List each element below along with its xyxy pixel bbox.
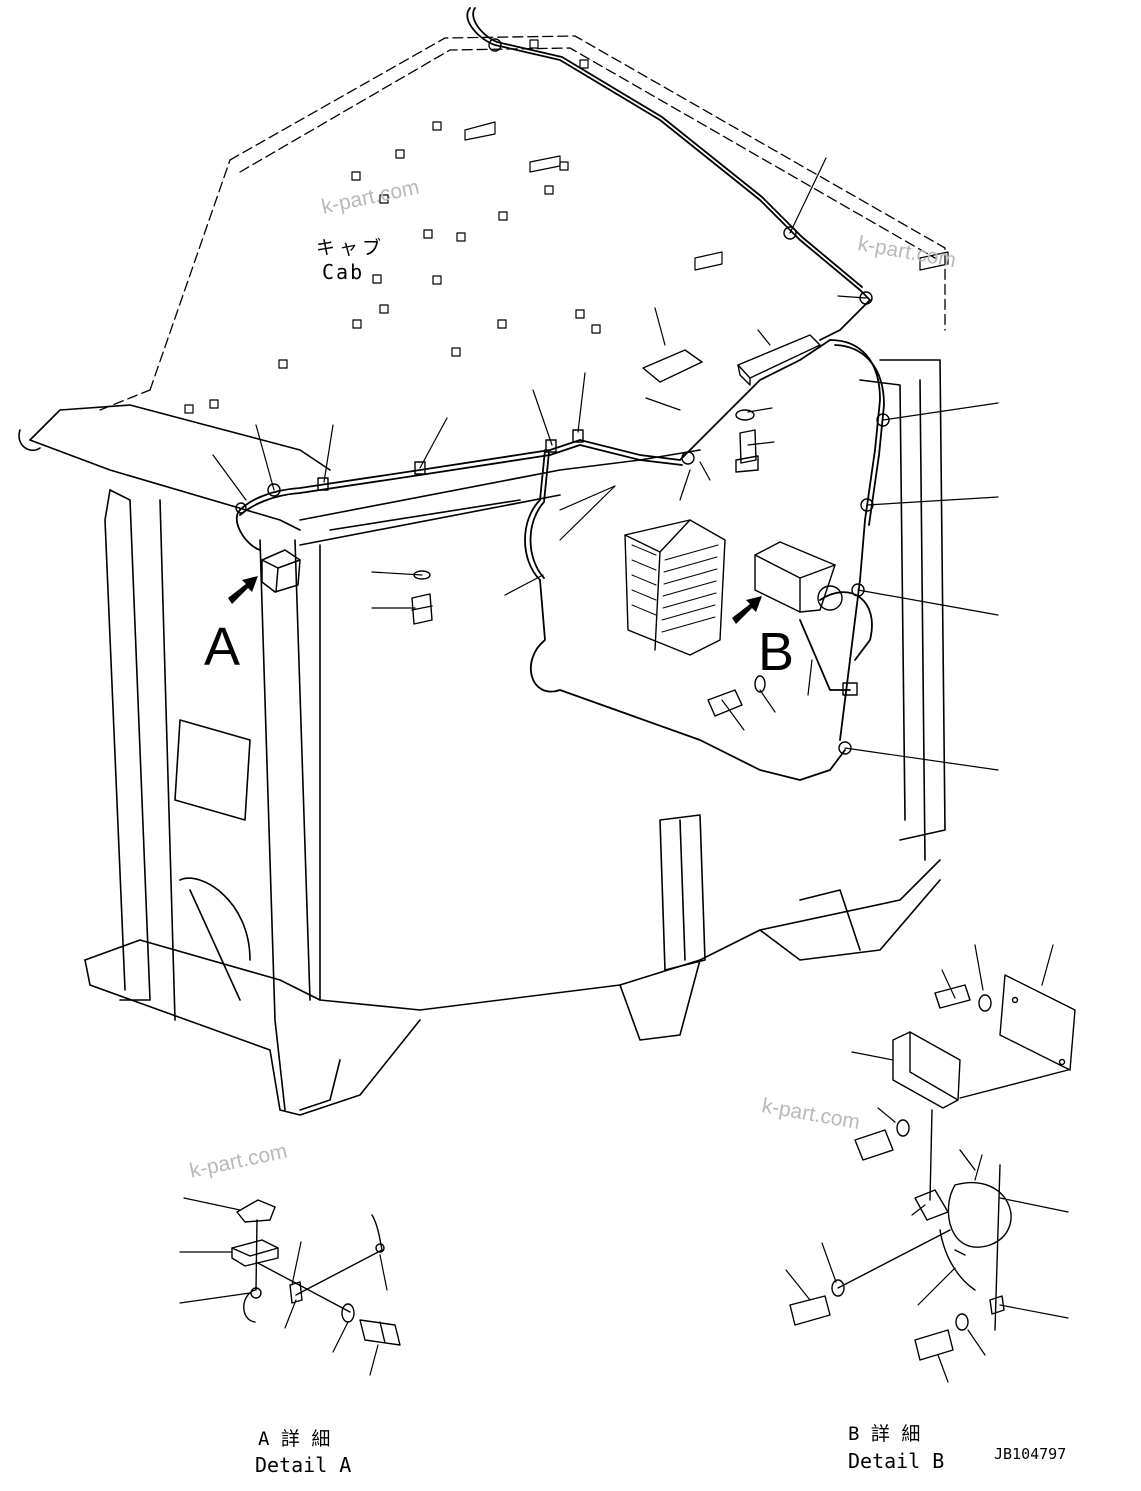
- detail-b-leaders: [785, 944, 1069, 1383]
- roof-module: [642, 334, 821, 386]
- cab-frame: [18, 359, 946, 1116]
- detail-a-title-en: Detail A: [255, 1453, 352, 1477]
- detail-a-title-jp: A 詳 細: [258, 1428, 331, 1450]
- detail-a-leaders: [179, 1197, 388, 1376]
- roof-studs: [184, 39, 949, 414]
- relay-a: [261, 549, 301, 593]
- cab-roof-outline: [99, 35, 946, 411]
- leader-lines: [212, 157, 999, 771]
- view-arrows: [228, 576, 762, 624]
- view-b-letter: B: [758, 622, 795, 682]
- detail-b-title-jp: B 詳 細: [848, 1423, 921, 1445]
- controller-unit: [624, 519, 726, 656]
- view-a-letter: A: [204, 617, 241, 677]
- front-bolts: [411, 409, 766, 717]
- detail-a-drawing: [231, 1199, 401, 1346]
- wiring-harness: [235, 7, 885, 781]
- drawing-number: JB104797: [994, 1445, 1067, 1463]
- detail-b-title-en: Detail B: [848, 1449, 945, 1473]
- detail-b-drawing: [789, 974, 1076, 1361]
- cab-label-en: Cab: [322, 260, 365, 284]
- module-b: [754, 541, 843, 613]
- cab-label-jp: キャブ: [316, 237, 386, 259]
